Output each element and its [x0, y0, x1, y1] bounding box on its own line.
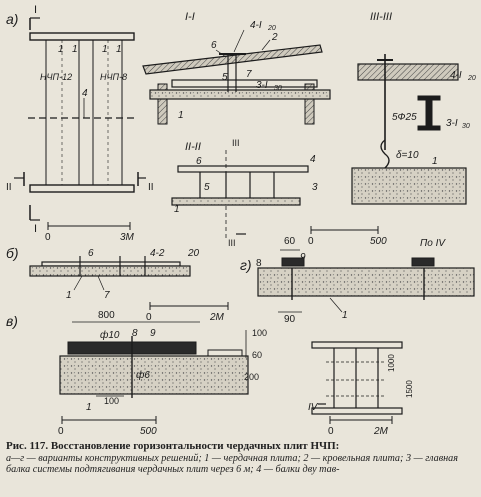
- label-1: 1: [58, 44, 64, 55]
- section-mark-II-right: II: [148, 182, 154, 193]
- section-title-2-2: II-II: [185, 141, 201, 153]
- label-1: 1: [72, 44, 78, 55]
- label-8: 8: [256, 258, 262, 269]
- slab-label-nchp12: НЧП-12: [40, 72, 72, 82]
- label-4-sub: 20: [467, 75, 476, 82]
- scale-end: 2М: [209, 312, 225, 323]
- label-1: 1: [178, 110, 184, 121]
- label-2: 2: [271, 32, 278, 43]
- section-mark-I-bottom: I: [34, 223, 37, 235]
- label-1: 1: [116, 44, 122, 55]
- section-2-2-drawing: [171, 150, 379, 240]
- section-mark-II-left: II: [6, 182, 12, 193]
- dim-90: 90: [284, 314, 296, 325]
- dim-800: 800: [98, 310, 115, 321]
- section-1-1-drawing: [142, 29, 331, 125]
- label-4-i20: 4-I: [450, 70, 462, 81]
- label-4-2: 4-2: [150, 248, 165, 259]
- section-3-3-drawing: [351, 54, 467, 205]
- label-6: 6: [211, 40, 217, 51]
- label-5-phi25: 5Ф25: [392, 112, 417, 123]
- label-3-i30: 3-I: [256, 80, 268, 91]
- label-4: 4: [82, 88, 88, 99]
- label-4-sub: 20: [267, 25, 276, 32]
- label-4: 4: [310, 154, 316, 165]
- dim-60: 60: [252, 350, 262, 360]
- scale-end: 3М: [120, 232, 135, 243]
- scale-zero: 0: [45, 232, 51, 243]
- label-phi6: ф6: [136, 369, 150, 381]
- section-mark-III: III: [228, 238, 236, 248]
- figure-caption: Рис. 117. Восстановление горизонтальност…: [6, 440, 476, 476]
- scale-zero: 0: [328, 426, 334, 437]
- section-title-1-1: I-I: [185, 11, 195, 23]
- plan-a: [14, 17, 146, 230]
- label-1: 1: [86, 402, 92, 413]
- label-delta: δ=10: [396, 150, 419, 161]
- dim-100: 100: [104, 396, 119, 406]
- label-5: 5: [204, 182, 210, 193]
- dim-100: 100: [252, 328, 267, 338]
- dim-1500: 1500: [405, 380, 414, 398]
- label-4-i20: 4-I: [250, 20, 262, 31]
- scale-zero: 0: [146, 312, 152, 323]
- dim-1000: 1000: [387, 354, 396, 372]
- label-3-sub: 30: [462, 123, 470, 130]
- label-4-20: 20: [187, 248, 200, 259]
- label-5: 5: [222, 72, 228, 83]
- label-7: 7: [104, 290, 110, 301]
- caption-body: а—г — варианты конструктивных решений; 1…: [6, 452, 459, 476]
- technical-drawing: а) I I 1 1 1 1 НЧП-12 НЧП-8 4 II: [6, 4, 476, 437]
- label-1: 1: [102, 44, 108, 55]
- label-6: 6: [196, 156, 202, 167]
- label-8: 8: [132, 328, 138, 339]
- panel-label-b: б): [6, 245, 19, 261]
- plan-small-drawing: [311, 341, 403, 424]
- label-phi10: ф10: [100, 329, 120, 341]
- panel-v-drawing: [59, 321, 249, 424]
- panel-g-drawing: [257, 249, 475, 313]
- section-title-3-3: III-III: [370, 11, 392, 23]
- label-7: 7: [246, 69, 252, 80]
- panel-label-g: г): [240, 257, 252, 273]
- dim-60: 60: [284, 236, 296, 247]
- label-1: 1: [432, 156, 438, 167]
- panel-label-v: в): [6, 313, 18, 329]
- scale-zero: 0: [308, 236, 314, 247]
- label-1: 1: [342, 310, 348, 321]
- label-1: 1: [66, 290, 72, 301]
- label-po-IV: По IV: [420, 238, 446, 249]
- scale-end: 500: [370, 236, 387, 247]
- scale-zero: 0: [58, 426, 64, 437]
- label-6: 6: [88, 248, 94, 259]
- label-3-sub: 30: [274, 85, 282, 92]
- label-3-i30: 3-I: [446, 118, 458, 129]
- scale-end: 500: [140, 426, 157, 437]
- label-9: 9: [150, 328, 156, 339]
- slab-label-nchp8: НЧП-8: [100, 72, 127, 82]
- dim-200: 200: [244, 372, 259, 382]
- caption-title: Рис. 117. Восстановление горизонтальност…: [6, 440, 340, 452]
- label-1: 1: [174, 204, 180, 215]
- panel-b-drawing: [29, 256, 229, 310]
- label-IV: IV: [308, 402, 319, 413]
- section-mark-III: III: [232, 138, 240, 148]
- section-mark-I-top: I: [34, 4, 37, 16]
- scale-end: 2М: [373, 426, 389, 437]
- panel-label-a: а): [6, 11, 18, 27]
- label-3: 3: [312, 182, 318, 193]
